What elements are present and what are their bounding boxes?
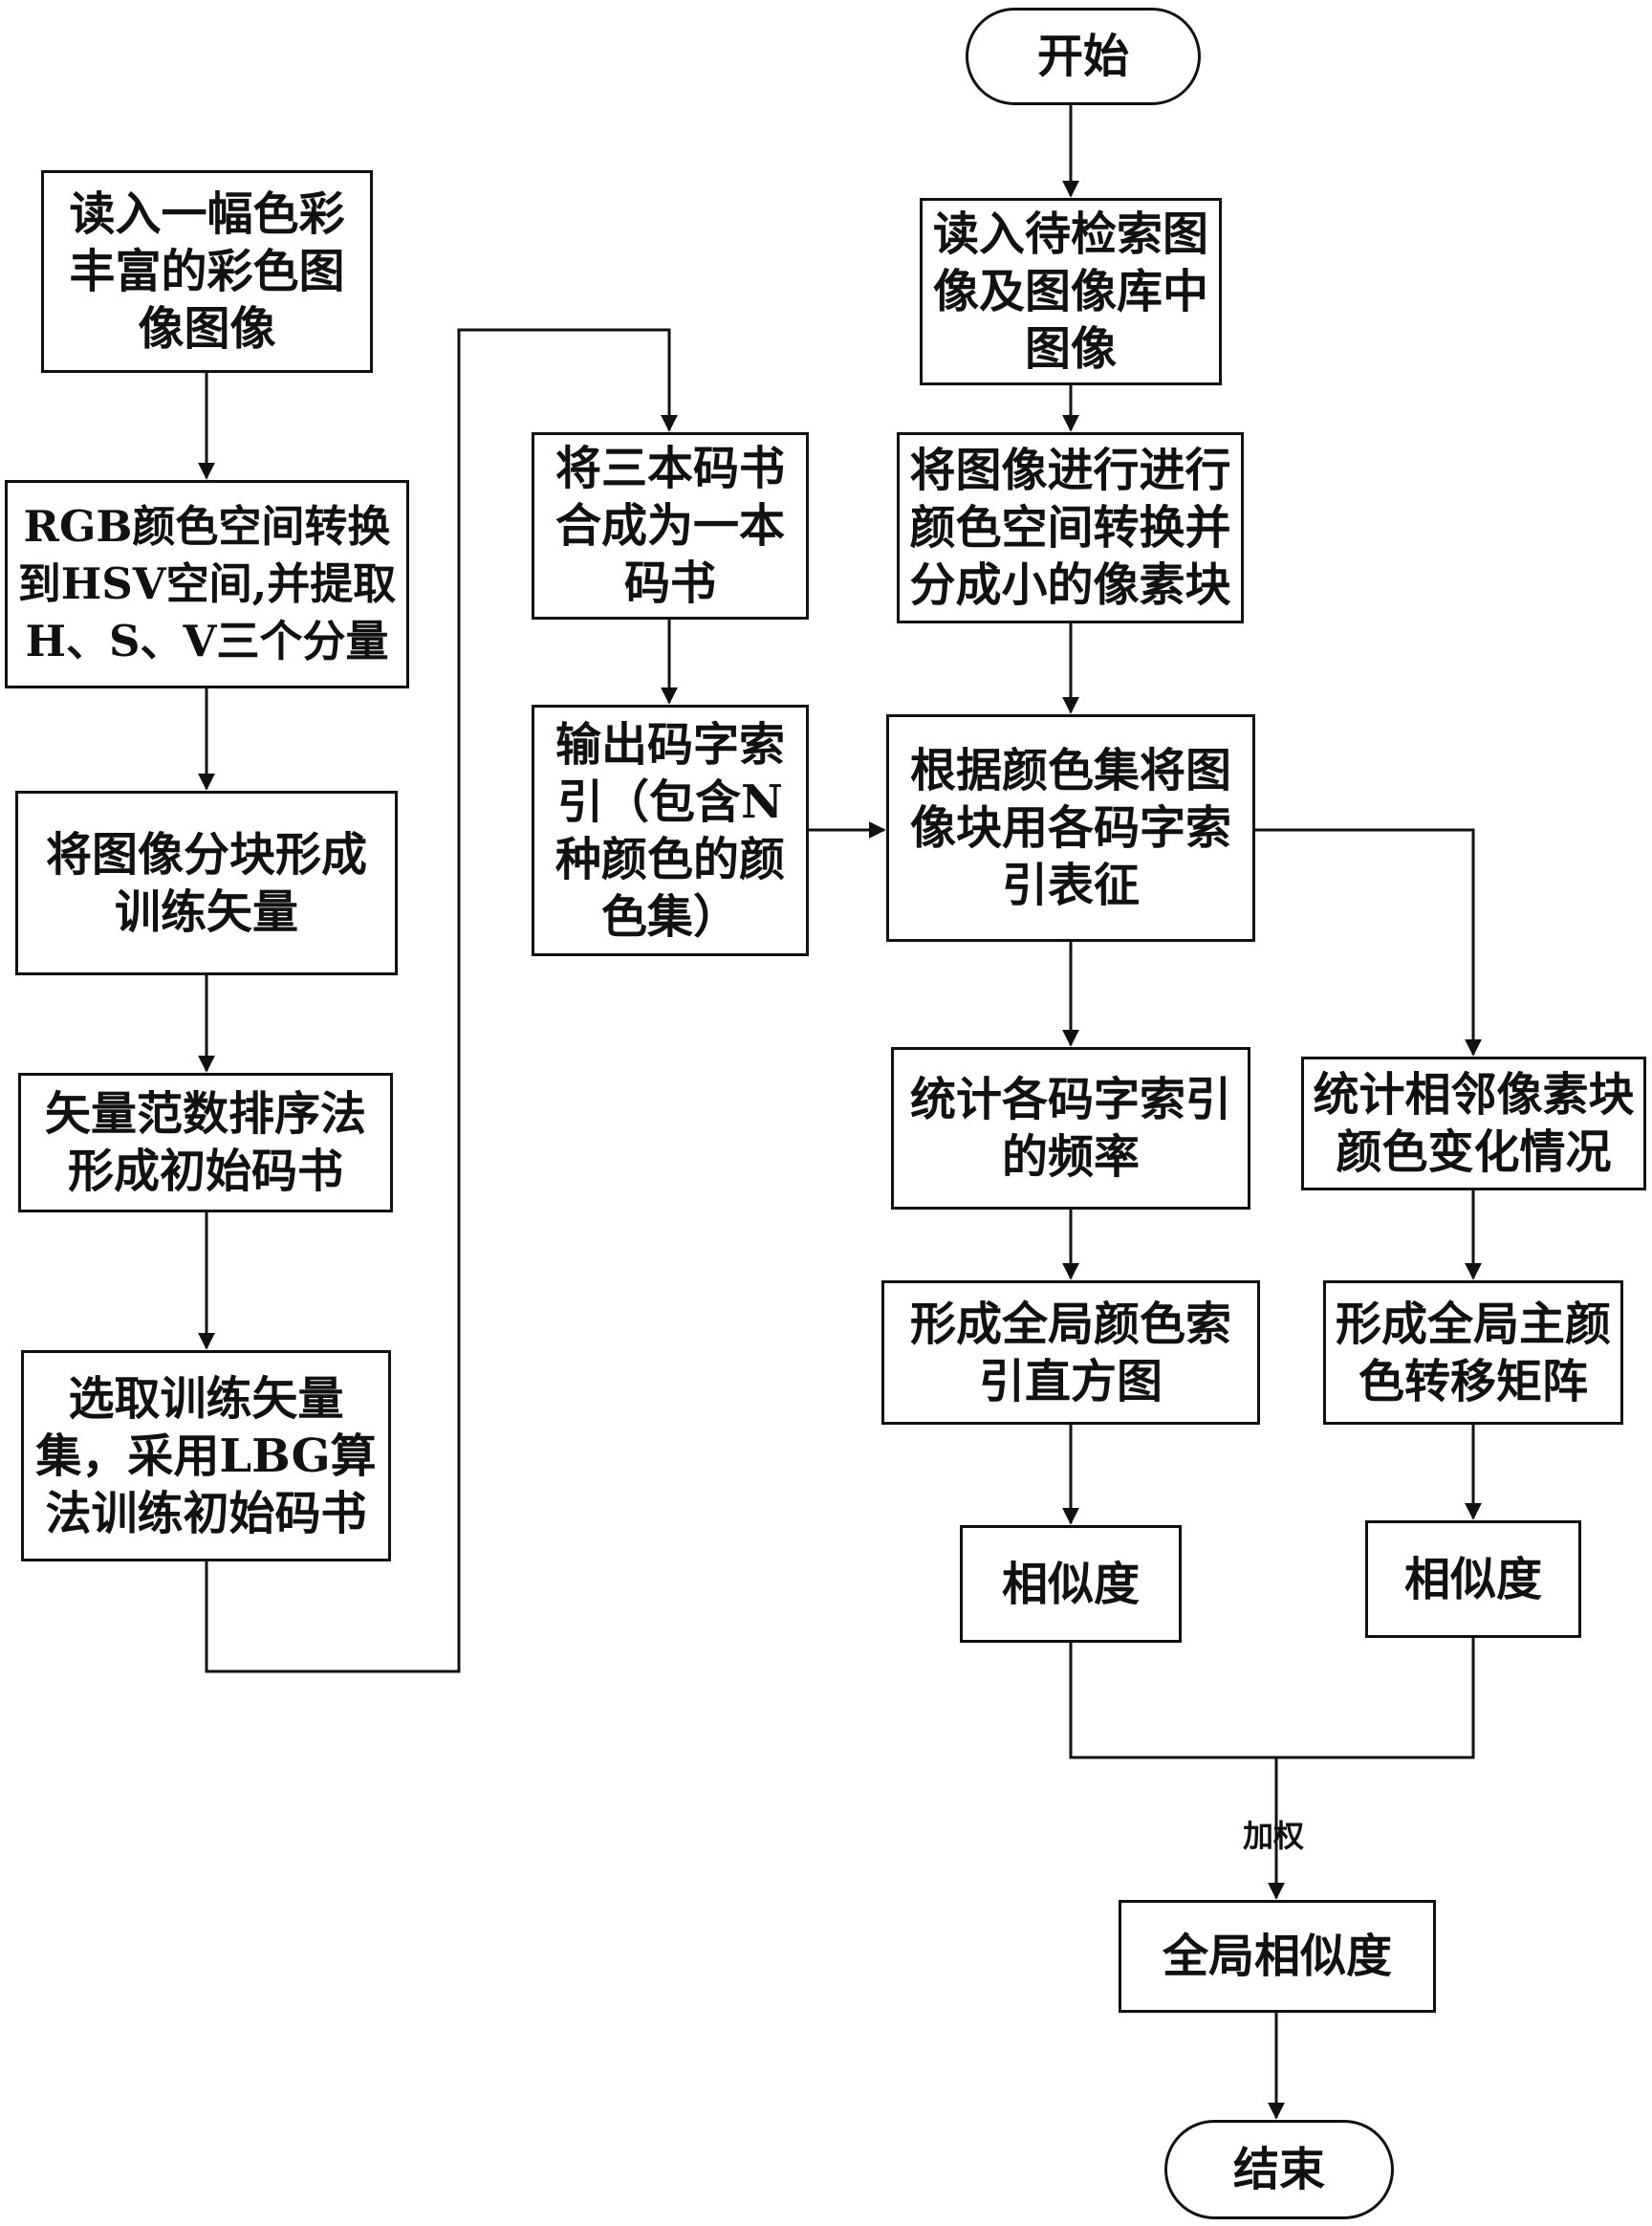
node-stat-neighbor-change: 统计相邻像素块 颜色变化情况 — [1301, 1057, 1646, 1190]
edge-sim-left-down — [1071, 1643, 1276, 1757]
node-convert-and-split: 将图像进行进行 颜色空间转换并 分成小的像素块 — [897, 432, 1244, 623]
node-output-codeword-index-label: 输出码字索 引（包含N 种颜色的颜 色集） — [555, 716, 785, 946]
node-read-query-images: 读入待检索图 像及图像库中 图像 — [920, 198, 1222, 385]
node-merge-codebooks: 将三本码书 合成为一本 码书 — [532, 432, 809, 620]
node-end: 结束 — [1164, 2120, 1394, 2219]
edge-label-weight: 加权 — [1243, 1812, 1304, 1856]
node-end-label: 结束 — [1233, 2141, 1325, 2198]
node-similarity-right-label: 相似度 — [1404, 1551, 1542, 1608]
node-convert-and-split-label: 将图像进行进行 颜色空间转换并 分成小的像素块 — [909, 442, 1230, 614]
node-merge-codebooks-label: 将三本码书 合成为一本 码书 — [555, 440, 785, 612]
node-global-transition-matrix: 形成全局主颜 色转移矩阵 — [1323, 1280, 1623, 1425]
node-start-label: 开始 — [1037, 28, 1129, 85]
node-global-similarity-label: 全局相似度 — [1163, 1928, 1392, 1985]
node-similarity-left-label: 相似度 — [1002, 1556, 1140, 1613]
node-stat-index-frequency: 统计各码字索引 的频率 — [891, 1047, 1250, 1210]
edge-sim-right-down — [1276, 1638, 1473, 1757]
node-global-transition-matrix-label: 形成全局主颜 色转移矩阵 — [1336, 1296, 1611, 1410]
node-represent-by-index: 根据颜色集将图 像块用各码字索 引表征 — [886, 714, 1255, 942]
node-stat-index-frequency-label: 统计各码字索引 的频率 — [910, 1071, 1231, 1186]
node-norm-sort-codebook: 矢量范数排序法 形成初始码书 — [18, 1073, 393, 1212]
node-similarity-right: 相似度 — [1365, 1520, 1581, 1638]
edge-represent-to-stat-neighbor — [1255, 830, 1473, 1055]
node-rgb-to-hsv-label: RGB颜色空间转换 到HSV空间,并提取 H、S、V三个分量 — [18, 498, 397, 670]
node-global-index-histogram-label: 形成全局颜色索 引直方图 — [910, 1296, 1231, 1410]
node-read-query-images-label: 读入待检索图 像及图像库中 图像 — [933, 206, 1208, 378]
node-block-training-vector-label: 将图像分块形成 训练矢量 — [46, 826, 367, 941]
node-read-color-image-label: 读入一幅色彩 丰富的彩色图 像图像 — [69, 186, 344, 358]
node-start: 开始 — [966, 8, 1201, 105]
node-represent-by-index-label: 根据颜色集将图 像块用各码字索 引表征 — [910, 742, 1231, 914]
node-lbg-training-label: 选取训练矢量 集，采用LBG算 法训练初始码书 — [35, 1370, 376, 1542]
node-read-color-image: 读入一幅色彩 丰富的彩色图 像图像 — [41, 170, 373, 373]
node-lbg-training: 选取训练矢量 集，采用LBG算 法训练初始码书 — [21, 1350, 391, 1561]
node-global-index-histogram: 形成全局颜色索 引直方图 — [881, 1280, 1260, 1425]
node-global-similarity: 全局相似度 — [1119, 1900, 1436, 2013]
node-norm-sort-codebook-label: 矢量范数排序法 形成初始码书 — [45, 1085, 366, 1200]
node-similarity-left: 相似度 — [960, 1525, 1182, 1643]
node-output-codeword-index: 输出码字索 引（包含N 种颜色的颜 色集） — [532, 705, 809, 956]
node-rgb-to-hsv: RGB颜色空间转换 到HSV空间,并提取 H、S、V三个分量 — [5, 480, 409, 688]
node-stat-neighbor-change-label: 统计相邻像素块 颜色变化情况 — [1313, 1066, 1634, 1181]
node-block-training-vector: 将图像分块形成 训练矢量 — [15, 791, 398, 975]
